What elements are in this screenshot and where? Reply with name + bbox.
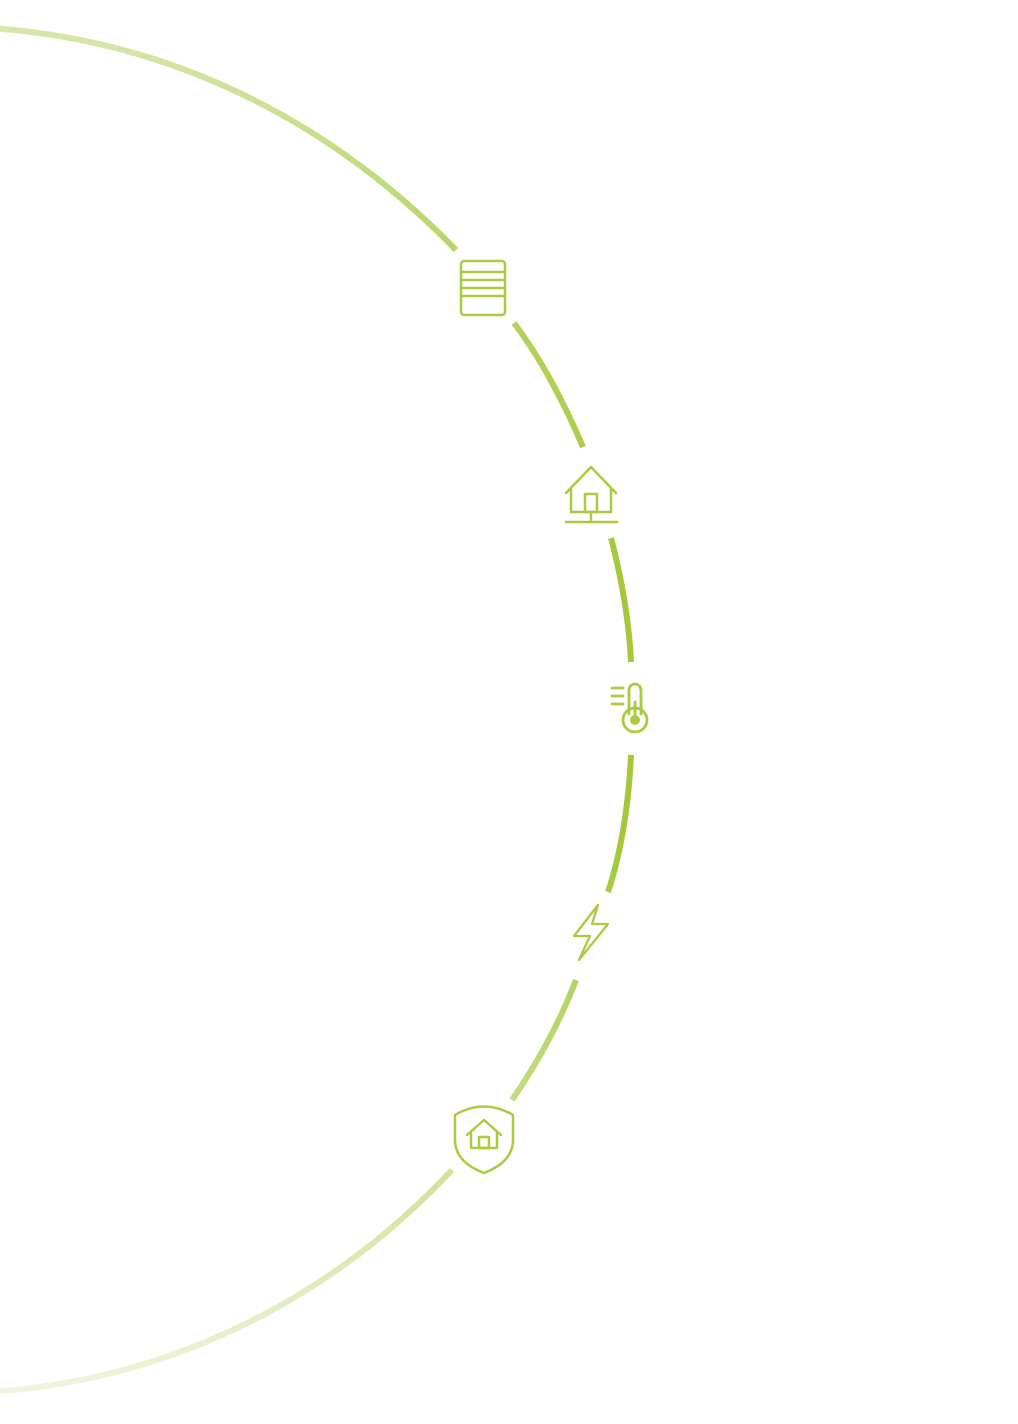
smart-home-icon: [564, 465, 619, 524]
arc-path: [0, 25, 634, 1395]
lightning-bolt-icon: [572, 903, 610, 962]
arc-segment-4: [605, 754, 634, 893]
roller-shutter-icon: [459, 259, 507, 317]
arc-segment-5: [509, 978, 579, 1102]
arc-segment-2: [511, 321, 586, 449]
thermometer-icon: [610, 682, 649, 734]
arc-segment-top: [0, 25, 459, 253]
arc-segment-3: [608, 537, 634, 663]
arc-segment-bottom: [0, 1167, 455, 1395]
home-security-shield-icon: [453, 1105, 515, 1175]
